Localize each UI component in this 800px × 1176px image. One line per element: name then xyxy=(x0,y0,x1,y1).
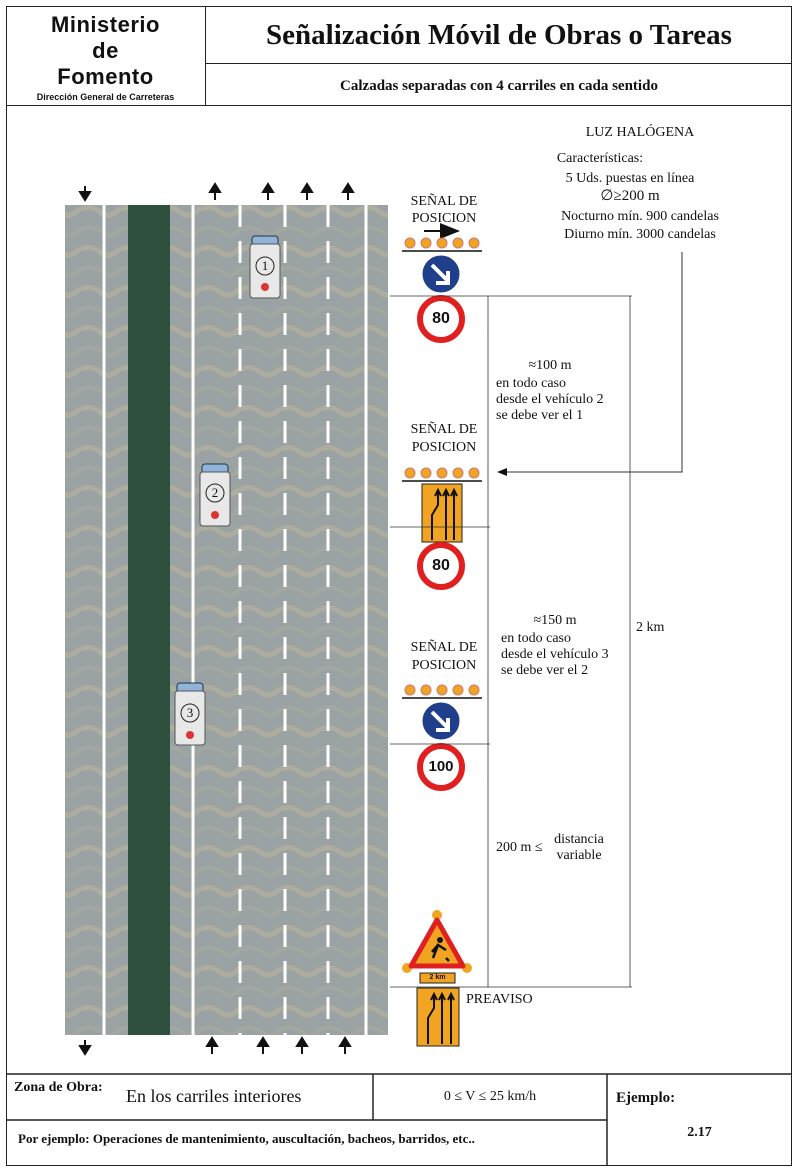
signal-label-1-a: SEÑAL DE xyxy=(410,194,478,209)
ministry-line-1: Ministerio xyxy=(51,12,160,37)
speed-sign-80-1 xyxy=(417,295,465,343)
light-bar-1 xyxy=(402,223,482,252)
page-frame xyxy=(6,6,792,1166)
subtitle-box: Calzadas separadas con 4 carriles en cad… xyxy=(206,64,792,106)
total-distance: 2 km xyxy=(636,620,665,635)
ejemplo-label: Ejemplo: xyxy=(616,1090,676,1106)
distance-2-line-2: desde el vehículo 3 xyxy=(501,647,609,662)
signal-label-1-b: POSICION xyxy=(411,211,477,226)
road xyxy=(65,205,388,1035)
km-plate: 2 km xyxy=(429,974,446,981)
ejemplo-value: 2.17 xyxy=(687,1125,712,1140)
ministry-line-2: de xyxy=(92,38,119,63)
light-title: LUZ HALÓGENA xyxy=(585,125,695,140)
distance-3-bottom: variable xyxy=(556,848,602,863)
distance-guides xyxy=(390,295,632,988)
distance-2-line-3: se debe ver el 2 xyxy=(501,663,589,678)
zona-value: En los carriles interiores xyxy=(126,1086,302,1106)
light-line-3: ∅≥200 m xyxy=(600,188,660,204)
signal-label-2-b: POSICION xyxy=(411,440,477,455)
speed-value-2: 80 xyxy=(432,557,450,574)
distance-1-line-3: se debe ver el 1 xyxy=(496,408,584,423)
distance-1-value: ≈100 m xyxy=(528,358,572,373)
distance-2-value: ≈150 m xyxy=(533,613,577,628)
light-line-5: Diurno mín. 3000 candelas xyxy=(564,227,716,242)
vehicle-1-label: 1 xyxy=(261,258,269,273)
distance-1-line-1: en todo caso xyxy=(496,376,566,391)
roadworks-warning-sign xyxy=(402,910,472,1047)
distance-3-prefix: 200 m ≤ xyxy=(496,840,543,855)
page-title: Señalización Móvil de Obras o Tareas xyxy=(266,19,732,51)
direction-arrows-top xyxy=(78,182,355,202)
median xyxy=(128,205,170,1035)
speed-sign-100-3 xyxy=(417,743,465,791)
vehicle-1 xyxy=(249,235,281,299)
speed-value-1: 80 xyxy=(432,310,450,327)
keep-right-sign-1 xyxy=(419,252,463,296)
zona-label: Zona de Obra: xyxy=(14,1080,103,1095)
distance-3-top: distancia xyxy=(554,832,604,847)
light-bar-2 xyxy=(402,467,482,482)
footer-grid xyxy=(6,1073,792,1166)
vehicle-2-label: 2 xyxy=(211,485,219,500)
signal-label-3-a: SEÑAL DE xyxy=(410,640,478,655)
signal-label-3-b: POSICION xyxy=(411,658,477,673)
light-pointer-arrow xyxy=(497,252,683,476)
signal-label-2-a: SEÑAL DE xyxy=(410,422,478,437)
vehicle-3-label: 3 xyxy=(186,705,194,720)
title-box: Señalización Móvil de Obras o Tareas xyxy=(206,6,792,64)
por-ejemplo: Por ejemplo: Operaciones de mantenimient… xyxy=(18,1131,475,1146)
vehicle-3 xyxy=(174,682,206,746)
light-line-1: Características: xyxy=(556,151,644,166)
keep-right-sign-3 xyxy=(419,699,463,743)
distance-2-line-1: en todo caso xyxy=(501,631,571,646)
page-subtitle: Calzadas separadas con 4 carriles en cad… xyxy=(340,78,658,94)
light-line-2: 5 Uds. puestas en línea xyxy=(565,171,695,186)
speed-value-3: 100 xyxy=(428,758,454,775)
light-line-4: Nocturno mín. 900 candelas xyxy=(561,209,719,224)
ministry-sub: Dirección General de Carreteras xyxy=(36,92,175,102)
distance-1-line-2: desde el vehículo 2 xyxy=(496,392,604,407)
speed-range: 0 ≤ V ≤ 25 km/h xyxy=(443,1089,537,1104)
lane-closure-sign-2 xyxy=(421,483,463,543)
speed-sign-80-2 xyxy=(417,542,465,590)
direction-arrows-bottom xyxy=(78,1036,352,1056)
light-bar-3 xyxy=(402,684,482,699)
vehicle-2 xyxy=(199,463,231,527)
preaviso-label: PREAVISO xyxy=(466,992,533,1007)
ministry-line-3: Fomento xyxy=(57,64,154,89)
ministry-logo: Ministerio de Fomento Dirección General … xyxy=(6,6,206,106)
